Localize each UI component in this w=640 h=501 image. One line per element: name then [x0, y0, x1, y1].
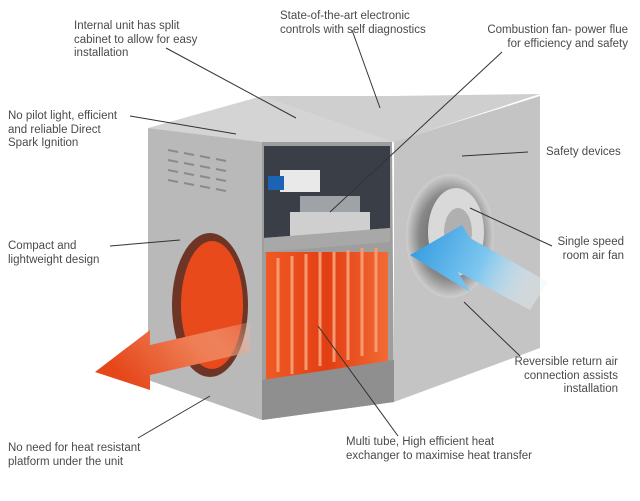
control-board [280, 170, 320, 192]
callout-safety-devices: Safety devices [546, 146, 621, 160]
callout-line: Spark Ignition [8, 137, 79, 149]
callout-line: lightweight design [8, 253, 100, 266]
callout-line: Combustion fan- power flue [487, 24, 628, 36]
callout-line: Internal unit has split [74, 20, 180, 32]
callout-line: exchanger to maximise heat transfer [346, 449, 533, 462]
callout-line: for efficiency and safety [507, 37, 628, 50]
callout-heat-exchanger: Multi tube, High efficient heat exchange… [346, 436, 532, 463]
callout-line: State-of-the-art electronic [280, 10, 410, 22]
callout-combustion-fan: Combustion fan- power flue for efficienc… [487, 24, 628, 51]
callout-line: and reliable Direct [8, 123, 101, 136]
control-knob [268, 176, 284, 190]
callout-compact-design: Compact and lightweight design [8, 240, 99, 267]
callout-split-cabinet: Internal unit has split cabinet to allow… [74, 20, 197, 61]
callout-line: installation [563, 383, 618, 395]
callout-line: Compact and [8, 240, 77, 252]
callout-line: No need for heat resistant [8, 442, 141, 454]
heat-exchanger [266, 248, 388, 380]
callout-line: Safety devices [546, 146, 621, 158]
callout-electronic-controls: State-of-the-art electronic controls wit… [280, 10, 426, 37]
callout-line: room air fan [562, 249, 624, 262]
callout-line: platform under the unit [8, 455, 124, 468]
side-vents [167, 149, 227, 192]
interior-floor [262, 360, 394, 420]
callout-return-air: Reversible return air connection assists… [514, 356, 618, 397]
callout-room-air-fan: Single speed room air fan [558, 236, 625, 263]
callout-line: cabinet to allow for easy [74, 33, 198, 46]
callout-line: installation [74, 47, 129, 59]
cool-air-arrow [410, 225, 548, 310]
callout-lines [109, 29, 553, 439]
compartment-shelf [264, 228, 390, 252]
callout-line: No pilot light, efficient [8, 110, 118, 122]
callout-line: Reversible return air [514, 356, 618, 368]
callout-spark-ignition: No pilot light, efficient and reliable D… [8, 110, 117, 151]
hot-air-arrow [95, 322, 250, 390]
callout-line: controls with self diagnostics [280, 23, 426, 36]
callout-line: Multi tube, High efficient heat [346, 436, 495, 448]
callout-line: connection assists [524, 369, 618, 382]
callout-heat-platform: No need for heat resistant platform unde… [8, 442, 140, 469]
cabinet-top-right [262, 94, 540, 142]
right-block-top [392, 96, 540, 142]
callout-line: Single speed [557, 236, 625, 248]
